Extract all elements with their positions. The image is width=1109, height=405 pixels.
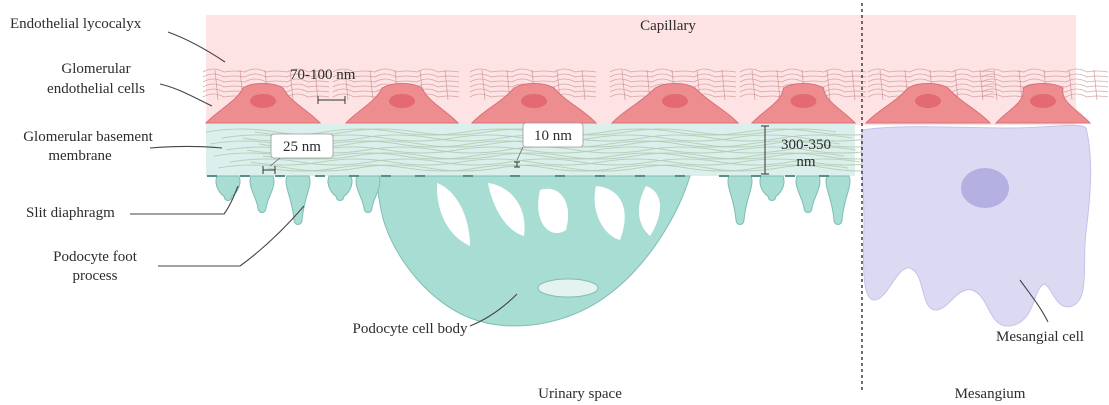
- endothelial-glycocalyx-label: Endothelial lycocalyx: [10, 16, 142, 32]
- endothelial-nucleus: [662, 94, 688, 108]
- glomerular-endothelial-cells-label-line2: endothelial cells: [47, 81, 145, 97]
- endothelial-nucleus: [1030, 94, 1056, 108]
- mesangial-nucleus: [961, 168, 1009, 208]
- mesangial-cell-label: Mesangial cell: [996, 329, 1084, 345]
- podocyte-foot-process: [796, 176, 820, 213]
- endothelial-nucleus: [791, 94, 817, 108]
- slit-diaphragm-label: Slit diaphragm: [26, 205, 115, 221]
- endothelial-nucleus: [389, 94, 415, 108]
- gbm-label-line1: Glomerular basement: [23, 129, 153, 145]
- podocyte-foot-process-label-line1: Podocyte foot: [53, 249, 138, 265]
- endothelial-nucleus: [250, 94, 276, 108]
- podocyte-foot-process: [250, 176, 274, 213]
- glomerular-endothelial-cells-label-line1: Glomerular: [61, 61, 130, 77]
- leader-line: [158, 206, 304, 266]
- podocyte-cell-body-label: Podocyte cell body: [353, 321, 468, 337]
- podocyte-nucleus: [538, 279, 598, 297]
- podocyte-foot-process: [216, 176, 240, 201]
- endothelial-nucleus: [915, 94, 941, 108]
- capillary-label: Capillary: [640, 18, 696, 34]
- gbm-fiber-gap-measurement-label: 10 nm: [534, 128, 572, 144]
- gbm-label-line2: membrane: [48, 148, 112, 164]
- glycocalyx-strand: [1094, 70, 1097, 100]
- podocyte-foot-process: [760, 176, 784, 201]
- podocyte-foot-process: [286, 176, 310, 225]
- podocyte-foot-process-label-line2: process: [73, 268, 118, 284]
- gbm-thickness-measurement-label-line2: nm: [796, 154, 816, 170]
- mesangial-cell: [861, 125, 1090, 326]
- mesangium-label: Mesangium: [955, 386, 1026, 402]
- podocyte-foot-process: [826, 176, 850, 225]
- endothelial-nucleus: [521, 94, 547, 108]
- urinary-space-label: Urinary space: [538, 386, 622, 402]
- fenestration-measurement-label: 70-100 nm: [290, 67, 356, 83]
- slit-width-measurement-label: 25 nm: [283, 139, 321, 155]
- podocyte-foot-process: [328, 176, 352, 201]
- leader-line: [160, 84, 212, 106]
- gbm-thickness-measurement-label-line1: 300-350: [781, 137, 831, 153]
- podocyte-foot-process: [356, 176, 380, 213]
- podocyte-foot-process: [728, 176, 752, 225]
